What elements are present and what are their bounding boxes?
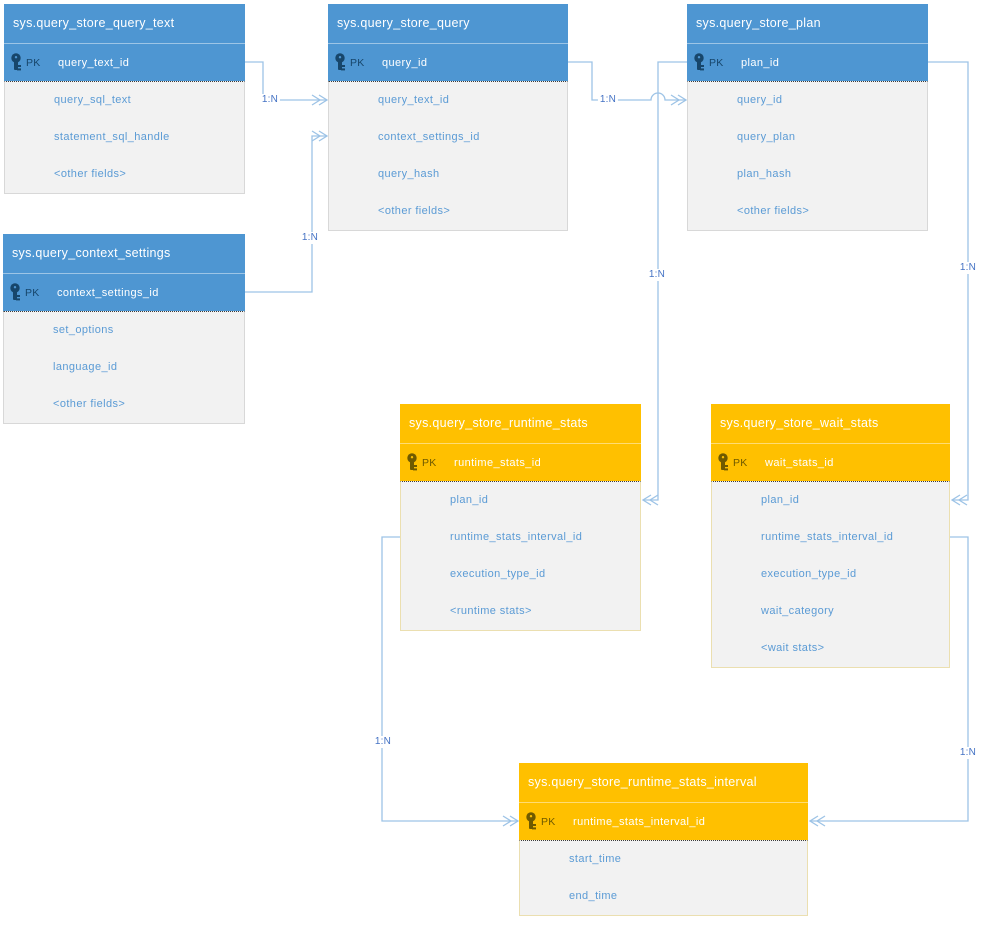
- field-query-plan: query_plan: [737, 131, 796, 143]
- pk-row: PK query_id: [328, 43, 568, 81]
- key-icon: [525, 812, 538, 831]
- relation-cardinality-label: 1:N: [372, 736, 394, 748]
- field-plan-id: plan_id: [761, 494, 800, 506]
- pk-field-context-settings-id: context_settings_id: [57, 286, 159, 299]
- table-body: query_id query_plan plan_hash <other fie…: [687, 81, 928, 231]
- entity-query-store-query: sys.query_store_query PK query_id query_…: [328, 4, 568, 231]
- relation-cardinality-label: 1:N: [299, 232, 321, 244]
- field-plan-id: plan_id: [450, 494, 489, 506]
- field-runtime-stats-interval-id: runtime_stats_interval_id: [761, 531, 894, 543]
- table-title: sys.query_store_query_text: [4, 4, 245, 43]
- field-other-fields: <other fields>: [54, 168, 127, 180]
- table-title: sys.query_store_wait_stats: [711, 404, 950, 443]
- field-runtime-stats: <runtime stats>: [450, 605, 532, 617]
- field-runtime-stats-interval-id: runtime_stats_interval_id: [450, 531, 583, 543]
- table-body: set_options language_id <other fields>: [3, 311, 245, 424]
- relation-cardinality-label: 1:N: [957, 262, 979, 274]
- pk-field-plan-id: plan_id: [741, 56, 780, 69]
- table-title: sys.query_store_runtime_stats: [400, 404, 641, 443]
- table-body: start_time end_time: [519, 840, 808, 916]
- field-wait-stats: <wait stats>: [761, 642, 825, 654]
- relation-line-contextsettings-to-query: [245, 130, 329, 293]
- entity-query-store-runtime-stats-interval: sys.query_store_runtime_stats_interval P…: [519, 763, 808, 916]
- field-wait-category: wait_category: [761, 605, 835, 617]
- entity-query-store-runtime-stats: sys.query_store_runtime_stats PK runtime…: [400, 404, 641, 631]
- pk-label: PK: [350, 56, 365, 69]
- relation-cardinality-label: 1:N: [259, 94, 281, 106]
- relation-cardinality-label: 1:N: [646, 269, 668, 281]
- field-execution-type-id: execution_type_id: [450, 568, 546, 580]
- pk-row: PK context_settings_id: [3, 273, 245, 311]
- field-query-sql-text: query_sql_text: [54, 94, 132, 106]
- field-set-options: set_options: [53, 324, 114, 336]
- entity-query-context-settings: sys.query_context_settings PK context_se…: [3, 234, 245, 424]
- pk-label: PK: [25, 286, 40, 299]
- pk-field-runtime-stats-interval-id: runtime_stats_interval_id: [573, 815, 706, 828]
- table-title: sys.query_store_query: [328, 4, 568, 43]
- relation-line-query-to-plan: [568, 61, 688, 106]
- pk-field-runtime-stats-id: runtime_stats_id: [454, 456, 542, 469]
- relation-cardinality-label: 1:N: [957, 747, 979, 759]
- pk-row: PK plan_id: [687, 43, 928, 81]
- pk-label: PK: [541, 815, 556, 828]
- table-body: query_text_id context_settings_id query_…: [328, 81, 568, 231]
- relation-cardinality-label: 1:N: [597, 94, 619, 106]
- pk-label: PK: [26, 56, 41, 69]
- field-query-hash: query_hash: [378, 168, 440, 180]
- table-title: sys.query_store_plan: [687, 4, 928, 43]
- field-plan-hash: plan_hash: [737, 168, 792, 180]
- entity-query-store-plan: sys.query_store_plan PK plan_id query_id…: [687, 4, 928, 231]
- field-other-fields: <other fields>: [378, 205, 451, 217]
- key-icon: [693, 53, 706, 72]
- field-end-time: end_time: [569, 890, 618, 902]
- table-title: sys.query_context_settings: [3, 234, 245, 273]
- table-body: query_sql_text statement_sql_handle <oth…: [4, 81, 245, 194]
- pk-row: PK query_text_id: [4, 43, 245, 81]
- pk-label: PK: [733, 456, 748, 469]
- field-context-settings-id: context_settings_id: [378, 131, 480, 143]
- pk-label: PK: [709, 56, 724, 69]
- entity-query-store-wait-stats: sys.query_store_wait_stats PK wait_stats…: [711, 404, 950, 668]
- field-other-fields: <other fields>: [737, 205, 810, 217]
- pk-field-query-id: query_id: [382, 56, 428, 69]
- pk-field-query-text-id: query_text_id: [58, 56, 130, 69]
- table-title: sys.query_store_runtime_stats_interval: [519, 763, 808, 802]
- field-statement-sql-handle: statement_sql_handle: [54, 131, 170, 143]
- pk-row: PK wait_stats_id: [711, 443, 950, 481]
- relation-line-querytext-to-query: [245, 61, 329, 106]
- key-icon: [406, 453, 419, 472]
- pk-row: PK runtime_stats_interval_id: [519, 802, 808, 840]
- key-icon: [10, 53, 23, 72]
- pk-label: PK: [422, 456, 437, 469]
- pk-row: PK runtime_stats_id: [400, 443, 641, 481]
- relation-line-plan-to-runtimestats: [641, 61, 687, 506]
- field-query-id: query_id: [737, 94, 783, 106]
- table-body: plan_id runtime_stats_interval_id execut…: [400, 481, 641, 631]
- key-icon: [9, 283, 22, 302]
- field-other-fields: <other fields>: [53, 398, 126, 410]
- key-icon: [717, 453, 730, 472]
- entity-query-store-query-text: sys.query_store_query_text PK query_text…: [4, 4, 245, 194]
- table-body: plan_id runtime_stats_interval_id execut…: [711, 481, 950, 668]
- field-query-text-id: query_text_id: [378, 94, 450, 106]
- pk-field-wait-stats-id: wait_stats_id: [765, 456, 834, 469]
- field-start-time: start_time: [569, 853, 622, 865]
- field-execution-type-id: execution_type_id: [761, 568, 857, 580]
- field-language-id: language_id: [53, 361, 118, 373]
- key-icon: [334, 53, 347, 72]
